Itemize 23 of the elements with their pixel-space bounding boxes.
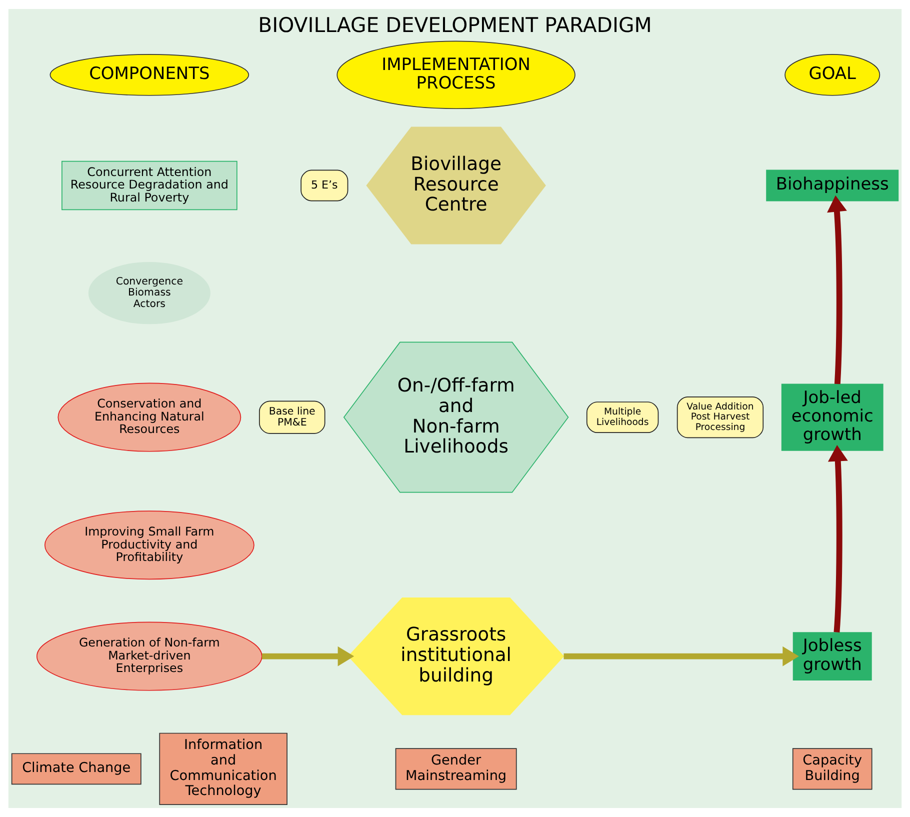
node-box: Biohappiness	[766, 170, 899, 202]
node-ellipse: IMPLEMENTATION PROCESS	[336, 40, 576, 110]
node-ellipse: GOAL	[784, 54, 880, 96]
node-ellipse: Improving Small Farm Productivity and Profitability	[44, 510, 254, 580]
arrow	[564, 646, 799, 666]
node-box: Jobless growth	[792, 632, 872, 680]
node-ellipse: Conservation and Enhancing Natural Resources	[58, 382, 242, 452]
node-box: Multiple Livelihoods	[586, 402, 659, 434]
diagram-title: BIOVILLAGE DEVELOPMENT PARADIGM	[258, 13, 652, 38]
node-box: Climate Change	[11, 753, 142, 785]
node-box: Concurrent Attention Resource Degradation and Rural Poverty	[62, 160, 238, 210]
node-ellipse: Generation of Non-farm Market-driven Enterprises	[36, 622, 262, 691]
node-box: Capacity Building	[792, 748, 872, 790]
arrow	[262, 646, 354, 666]
node-box: Job-led economic growth	[781, 384, 884, 451]
node-box: 5 E’s	[300, 170, 348, 202]
node-box: Gender Mainstreaming	[395, 748, 517, 790]
node-box: Base line PM&E	[259, 400, 326, 434]
node-box: Information and Communication Technology	[159, 732, 288, 806]
node-ellipse: COMPONENTS	[50, 54, 250, 96]
arrow	[827, 195, 847, 384]
node-box: Value Addition Post Harvest Processing	[676, 396, 764, 438]
arrow	[828, 444, 848, 632]
